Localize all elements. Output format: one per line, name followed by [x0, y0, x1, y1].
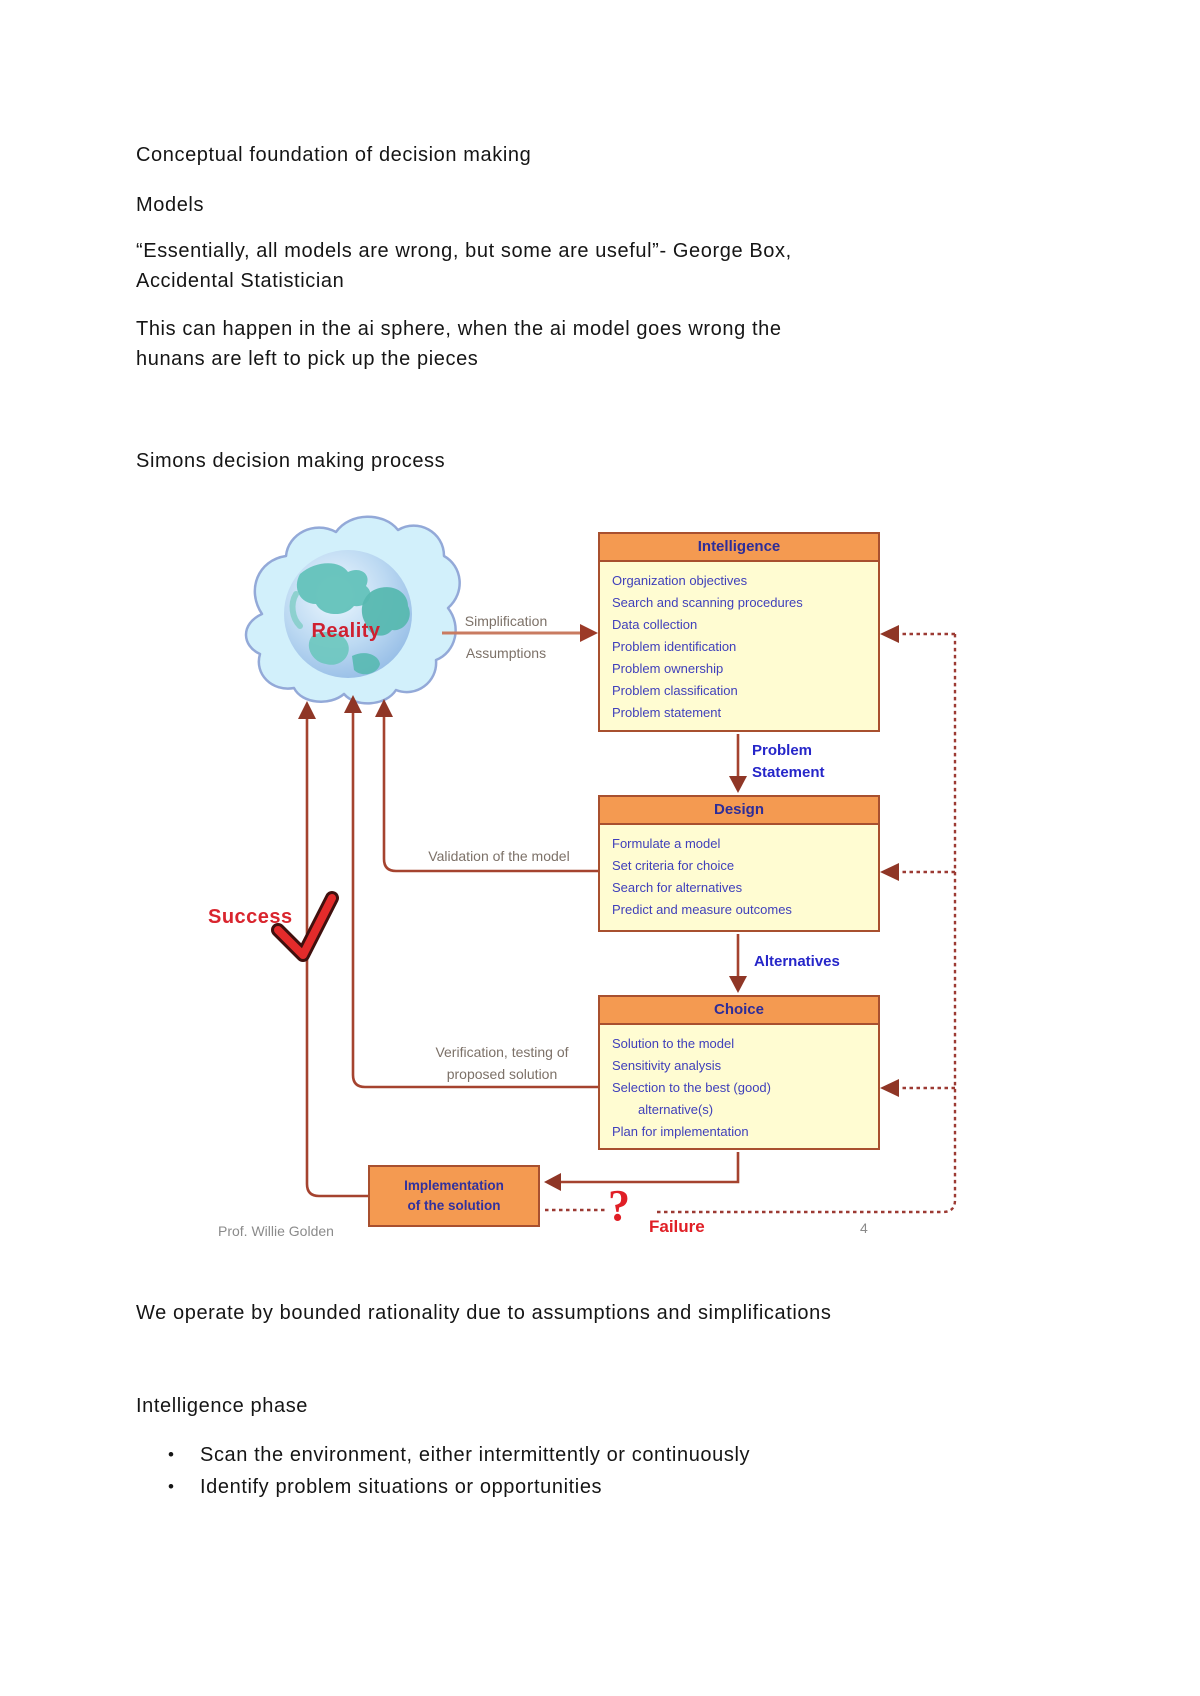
intelligence-box: Intelligence Organization objectives Sea… [598, 532, 880, 732]
choice-item-continuation: alternative(s) [638, 1102, 714, 1117]
bullet-text: Scan the environment, either intermitten… [200, 1444, 751, 1466]
choice-box: Choice Solution to the model Sensitivity… [598, 995, 880, 1150]
success-check-icon [271, 891, 339, 962]
implementation-box-title-line1: Implementation [404, 1178, 504, 1193]
success-label: Success [208, 906, 293, 928]
choice-box-title: Choice [600, 997, 878, 1025]
design-box: Design Formulate a model Set criteria fo… [598, 795, 880, 932]
choice-item: Sensitivity analysis [612, 1058, 722, 1073]
bullet-text: Identify problem situations or opportuni… [200, 1476, 603, 1498]
doc-quote-line2: Accidental Statistician [136, 270, 345, 292]
intelligence-item: Data collection [612, 617, 698, 632]
design-box-title: Design [600, 797, 878, 825]
intelligence-item: Problem classification [612, 683, 738, 698]
choice-item: Solution to the model [612, 1036, 735, 1051]
alternatives-label: Alternatives [754, 953, 840, 970]
implementation-box: Implementation of the solution [368, 1165, 540, 1227]
design-item: Predict and measure outcomes [612, 902, 792, 917]
intelligence-item: Search and scanning procedures [612, 595, 803, 610]
verification-line1: Verification, testing of [435, 1044, 569, 1060]
problem-statement-line1: Problem [752, 742, 813, 759]
doc-diagram-heading: Simons decision making process [136, 450, 446, 472]
design-item: Formulate a model [612, 836, 721, 851]
intelligence-item: Organization objectives [612, 573, 748, 588]
doc-ai-line2: hunans are left to pick up the pieces [136, 348, 479, 370]
problem-statement-label: Problem Statement [752, 740, 825, 784]
doc-models-line: Models [136, 194, 205, 216]
reality-label: Reality [311, 620, 381, 642]
failure-question-icon: ? [608, 1181, 630, 1230]
doc-ai-line1: This can happen in the ai sphere, when t… [136, 318, 782, 340]
doc-intelligence-phase-heading: Intelligence phase [136, 1395, 309, 1417]
choice-item: Selection to the best (good) [612, 1080, 771, 1095]
failure-label: Failure [649, 1217, 705, 1236]
design-item: Search for alternatives [612, 880, 743, 895]
choice-to-implementation-arrow [544, 1152, 740, 1191]
verification-line2: proposed solution [446, 1066, 558, 1082]
design-item: Set criteria for choice [612, 858, 735, 873]
slide-page-number: 4 [860, 1220, 868, 1236]
diagram-author-credit: Prof. Willie Golden [218, 1223, 334, 1239]
intelligence-item: Problem statement [612, 705, 722, 720]
implementation-feedback-line [298, 701, 368, 1198]
simplification-arrow [442, 624, 598, 642]
verification-feedback-line [344, 695, 598, 1089]
intelligence-box-title: Intelligence [600, 534, 878, 562]
choice-item: Plan for implementation [612, 1124, 749, 1139]
simplification-label: Simplification [464, 613, 548, 629]
doc-bounded-line: We operate by bounded rationality due to… [136, 1302, 832, 1324]
problem-statement-arrow [729, 734, 747, 793]
reality-cloud [244, 515, 461, 705]
bullet-item-scan: • Scan the environment, either intermitte… [168, 1444, 1068, 1467]
bullet-icon: • [168, 1477, 175, 1496]
failure-dashed-loop [545, 625, 957, 1214]
problem-statement-line2: Statement [752, 764, 825, 781]
assumptions-label: Assumptions [465, 645, 547, 661]
alternatives-arrow [729, 934, 747, 993]
bullet-icon: • [168, 1445, 175, 1464]
bullet-item-identify: • Identify problem situations or opportun… [168, 1476, 1068, 1499]
doc-heading: Conceptual foundation of decision making [136, 144, 532, 166]
validation-feedback-line [375, 699, 598, 873]
globe-icon [284, 550, 412, 678]
implementation-box-title-line2: of the solution [407, 1198, 501, 1213]
doc-quote-line1: “Essentially, all models are wrong, but … [136, 240, 792, 262]
verification-label: Verification, testing of proposed soluti… [412, 1041, 592, 1085]
intelligence-item: Problem ownership [612, 661, 724, 676]
validation-label: Validation of the model [428, 848, 570, 864]
intelligence-item: Problem identification [612, 639, 737, 654]
